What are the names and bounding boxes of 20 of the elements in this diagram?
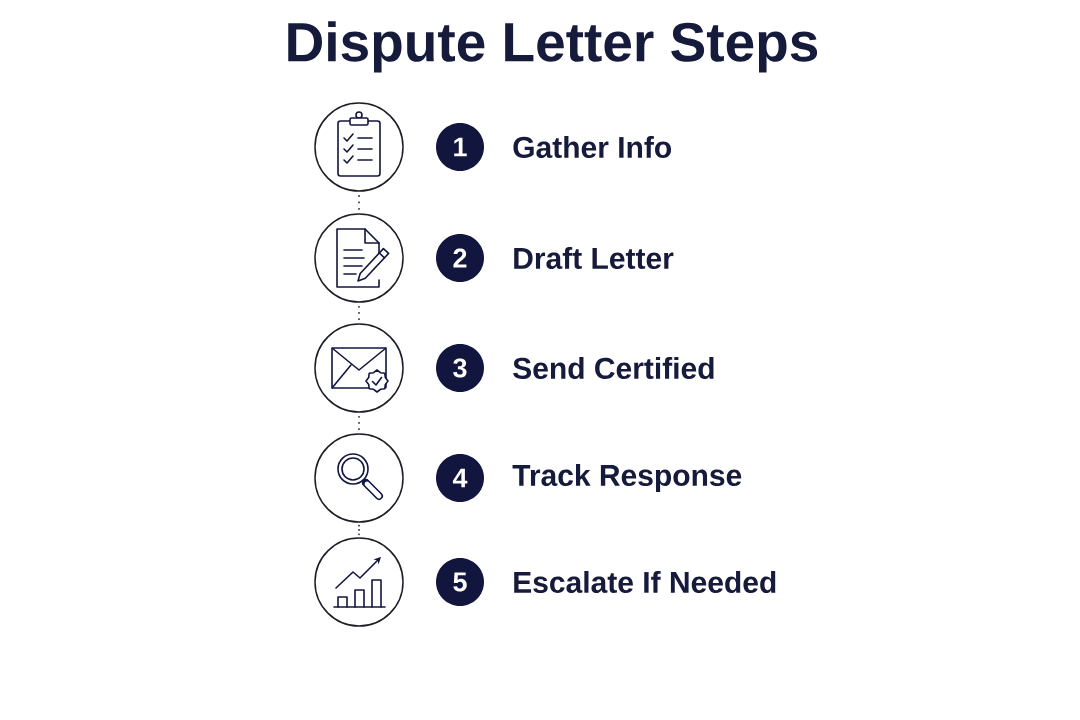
title: Dispute Letter Steps bbox=[288, 21, 818, 73]
step-label: Track Response bbox=[512, 464, 742, 492]
number-badge: 3 bbox=[436, 344, 484, 392]
number-badge: 5 bbox=[436, 558, 484, 606]
icon-circle bbox=[314, 537, 404, 627]
number-badge: 4 bbox=[436, 454, 484, 502]
step-label: Escalate If Needed bbox=[514, 571, 776, 593]
icon-circle bbox=[314, 433, 404, 523]
icon-circle bbox=[314, 102, 404, 192]
icon-circle bbox=[314, 213, 404, 303]
icon-circle bbox=[314, 323, 404, 413]
dotted-connector bbox=[358, 415, 360, 431]
step-label: Gather Info bbox=[513, 136, 671, 158]
dotted-connector bbox=[358, 305, 360, 321]
number-badge: 2 bbox=[436, 234, 484, 282]
step-label: Draft Letter bbox=[514, 247, 674, 269]
dotted-connector bbox=[358, 524, 360, 536]
number-badge: 1 bbox=[436, 123, 484, 171]
dotted-connector bbox=[358, 195, 360, 210]
step-label: Send Certified bbox=[513, 357, 714, 379]
